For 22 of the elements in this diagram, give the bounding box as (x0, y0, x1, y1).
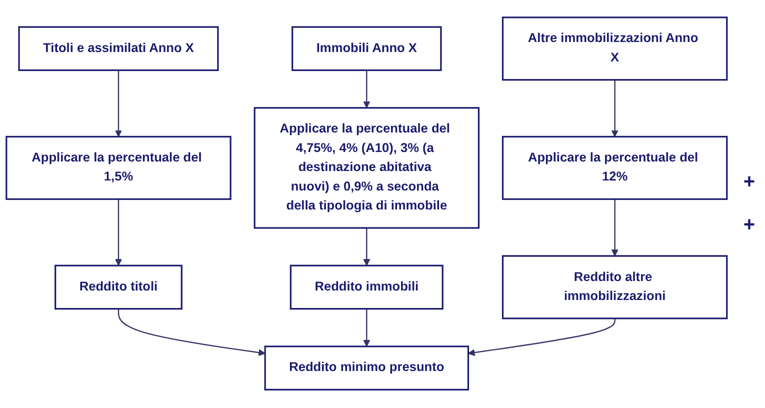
node-box (292, 26, 442, 72)
node-box (502, 256, 728, 320)
plus-sign: + (743, 214, 755, 237)
flowchart: Titoli e assimilati Anno X Immobili Anno X Altre immobilizzazioni Anno X Applicare la percentuale del 1,5% Applicare la percentuale del 4,75%, 4% (A10), 3% (a destinazione abitativa nuovi) e 0,9% a seconda della tipologia di immobile Applicare la percentuale del 12% Reddito titoli Reddito immobili Reddito altre immobilizzazioni Reddito minimo presunto (0, 11, 734, 397)
plus-sign: + (743, 171, 755, 194)
arrow (363, 228, 370, 266)
arrow (114, 70, 122, 138)
arrow (363, 70, 370, 109)
arrow (468, 318, 616, 356)
node-box (254, 108, 480, 230)
arrow (118, 309, 266, 356)
node-box (290, 265, 444, 310)
arrow (611, 80, 618, 138)
arrow (114, 200, 122, 266)
arrow (363, 309, 370, 348)
node-box (6, 136, 232, 200)
node-box (502, 136, 728, 200)
node-box (264, 346, 470, 391)
node-box (54, 265, 182, 310)
node-box (502, 17, 728, 82)
arrow (611, 200, 618, 257)
node-box (18, 26, 219, 72)
